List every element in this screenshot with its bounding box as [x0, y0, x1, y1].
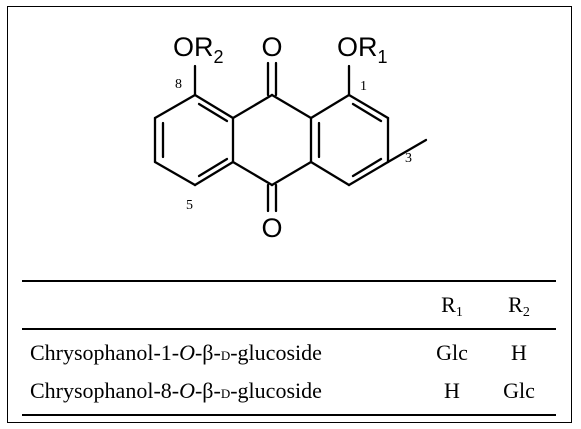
r2-value: H	[511, 340, 527, 365]
r1-value: H	[444, 378, 460, 403]
compound-name: Chrysophanol-1-O-β-d-glucoside	[30, 340, 322, 365]
carbonyl-o-top: O	[261, 32, 282, 62]
r2-value: Glc	[503, 378, 535, 403]
figure-frame	[7, 6, 572, 423]
or2-label: OR2	[173, 32, 224, 67]
r1-value: Glc	[436, 340, 468, 365]
table-header-row: R1 R2	[30, 288, 556, 322]
position-5-label: 5	[186, 198, 193, 213]
carbonyl-o-bottom: O	[261, 213, 282, 243]
header-r2: R2	[508, 292, 530, 320]
compound-name: Chrysophanol-8-O-β-d-glucoside	[30, 378, 322, 403]
position-8-label: 8	[175, 77, 182, 92]
position-3-label: 3	[405, 151, 412, 166]
or1-label: OR1	[337, 32, 388, 67]
table-bottom-rule	[22, 414, 556, 416]
table-top-rule	[22, 280, 556, 282]
table-row: Chrysophanol-8-O-β-d-glucoside H Glc	[30, 374, 556, 408]
header-r1: R1	[441, 292, 463, 320]
bond-lines	[153, 61, 428, 213]
position-1-label: 1	[360, 79, 367, 94]
table-header-rule	[22, 328, 556, 330]
table-row: Chrysophanol-1-O-β-d-glucoside Glc H	[30, 336, 556, 370]
